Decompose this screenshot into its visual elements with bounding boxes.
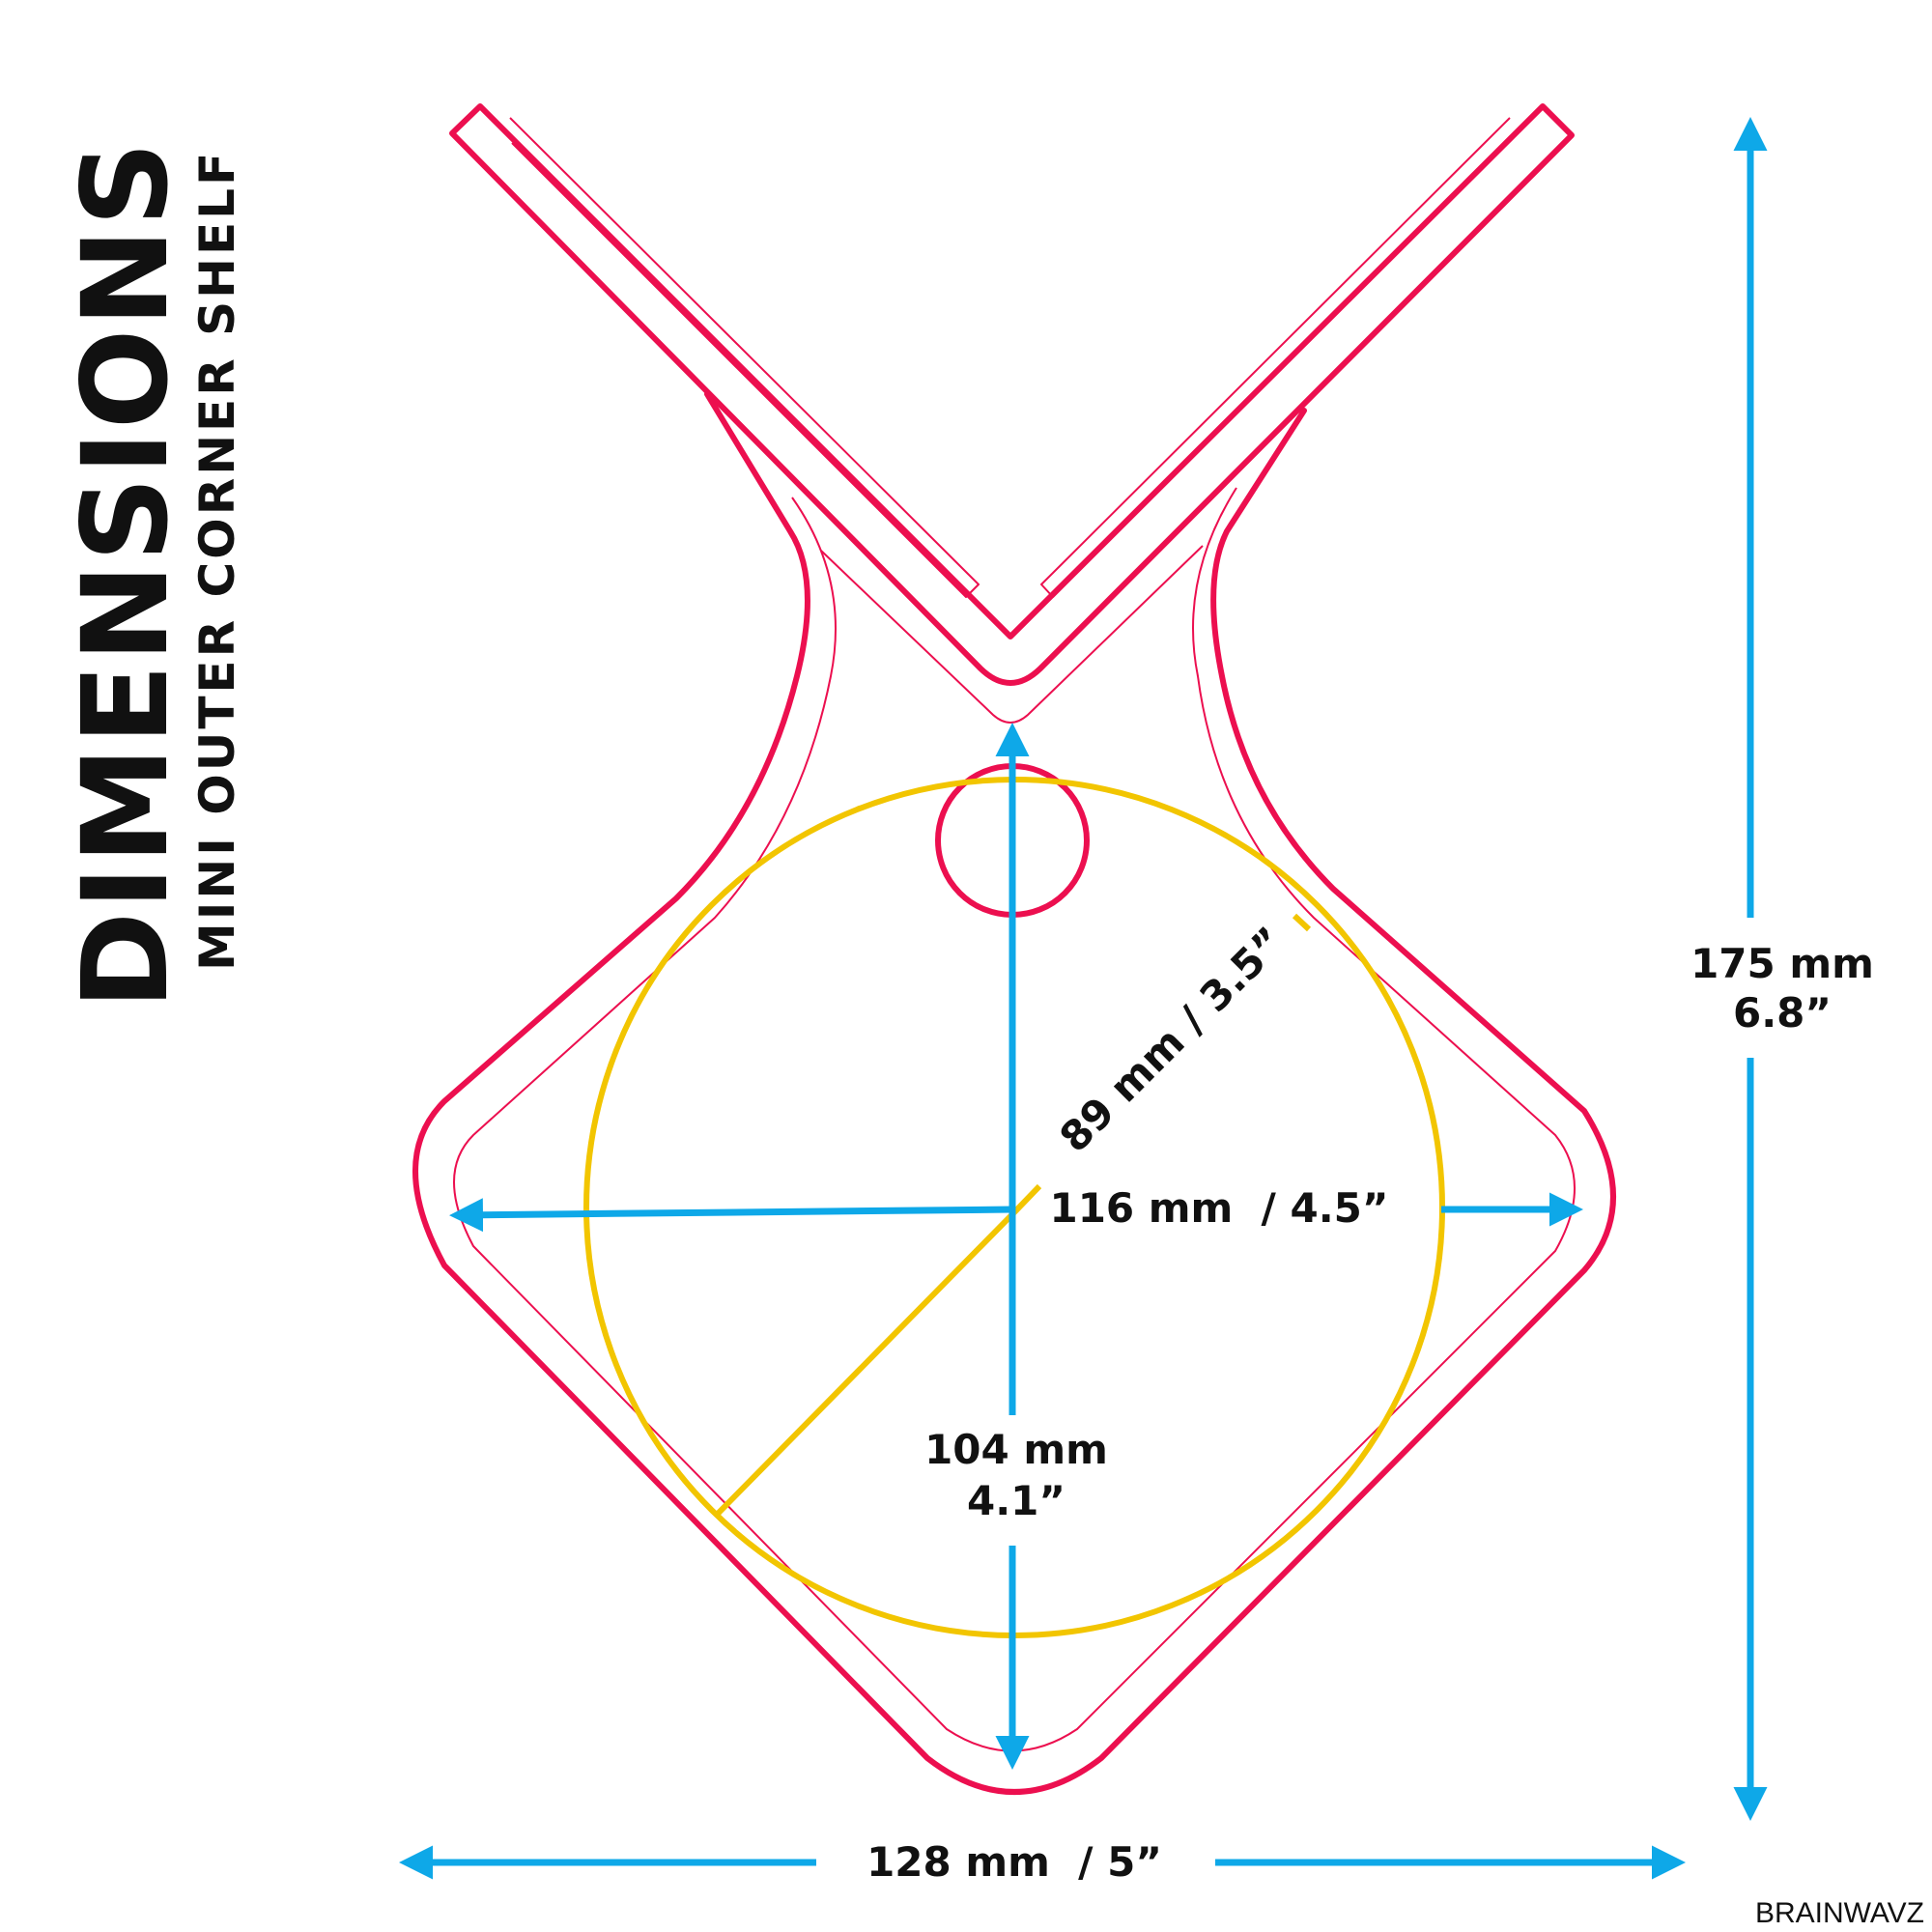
circle-radius-line bbox=[712, 1209, 1017, 1520]
brand-logo-text: BRAINWAVZ bbox=[1755, 1897, 1924, 1929]
inner-height-mm-label: 104 mm bbox=[924, 1426, 1108, 1473]
dimension-arrows bbox=[399, 117, 1768, 1880]
circle-diameter-label: 89 mm / 3.5” bbox=[1050, 918, 1293, 1161]
page-subtitle: MINI OUTER CORNER SHELF bbox=[189, 150, 245, 971]
inner-height-in-label: 4.1” bbox=[967, 1477, 1065, 1524]
back-inner-left bbox=[509, 117, 980, 598]
inner-width-label: 116 mm / 4.5” bbox=[1049, 1184, 1388, 1232]
circle-radius-tick bbox=[1011, 1183, 1042, 1215]
height-mm-label: 175 mm bbox=[1690, 940, 1874, 987]
back-inner-right bbox=[1040, 117, 1511, 598]
height-in-label: 6.8” bbox=[1733, 989, 1832, 1037]
shelf-body-outer bbox=[412, 391, 1616, 1795]
page-title: DIMENSIONS bbox=[57, 140, 194, 1009]
width-label: 128 mm / 5” bbox=[867, 1838, 1162, 1886]
circle-edge-tick bbox=[1292, 913, 1312, 932]
shelf-back-outer bbox=[449, 103, 1575, 686]
inner-width-arrow-left bbox=[449, 1198, 1013, 1233]
